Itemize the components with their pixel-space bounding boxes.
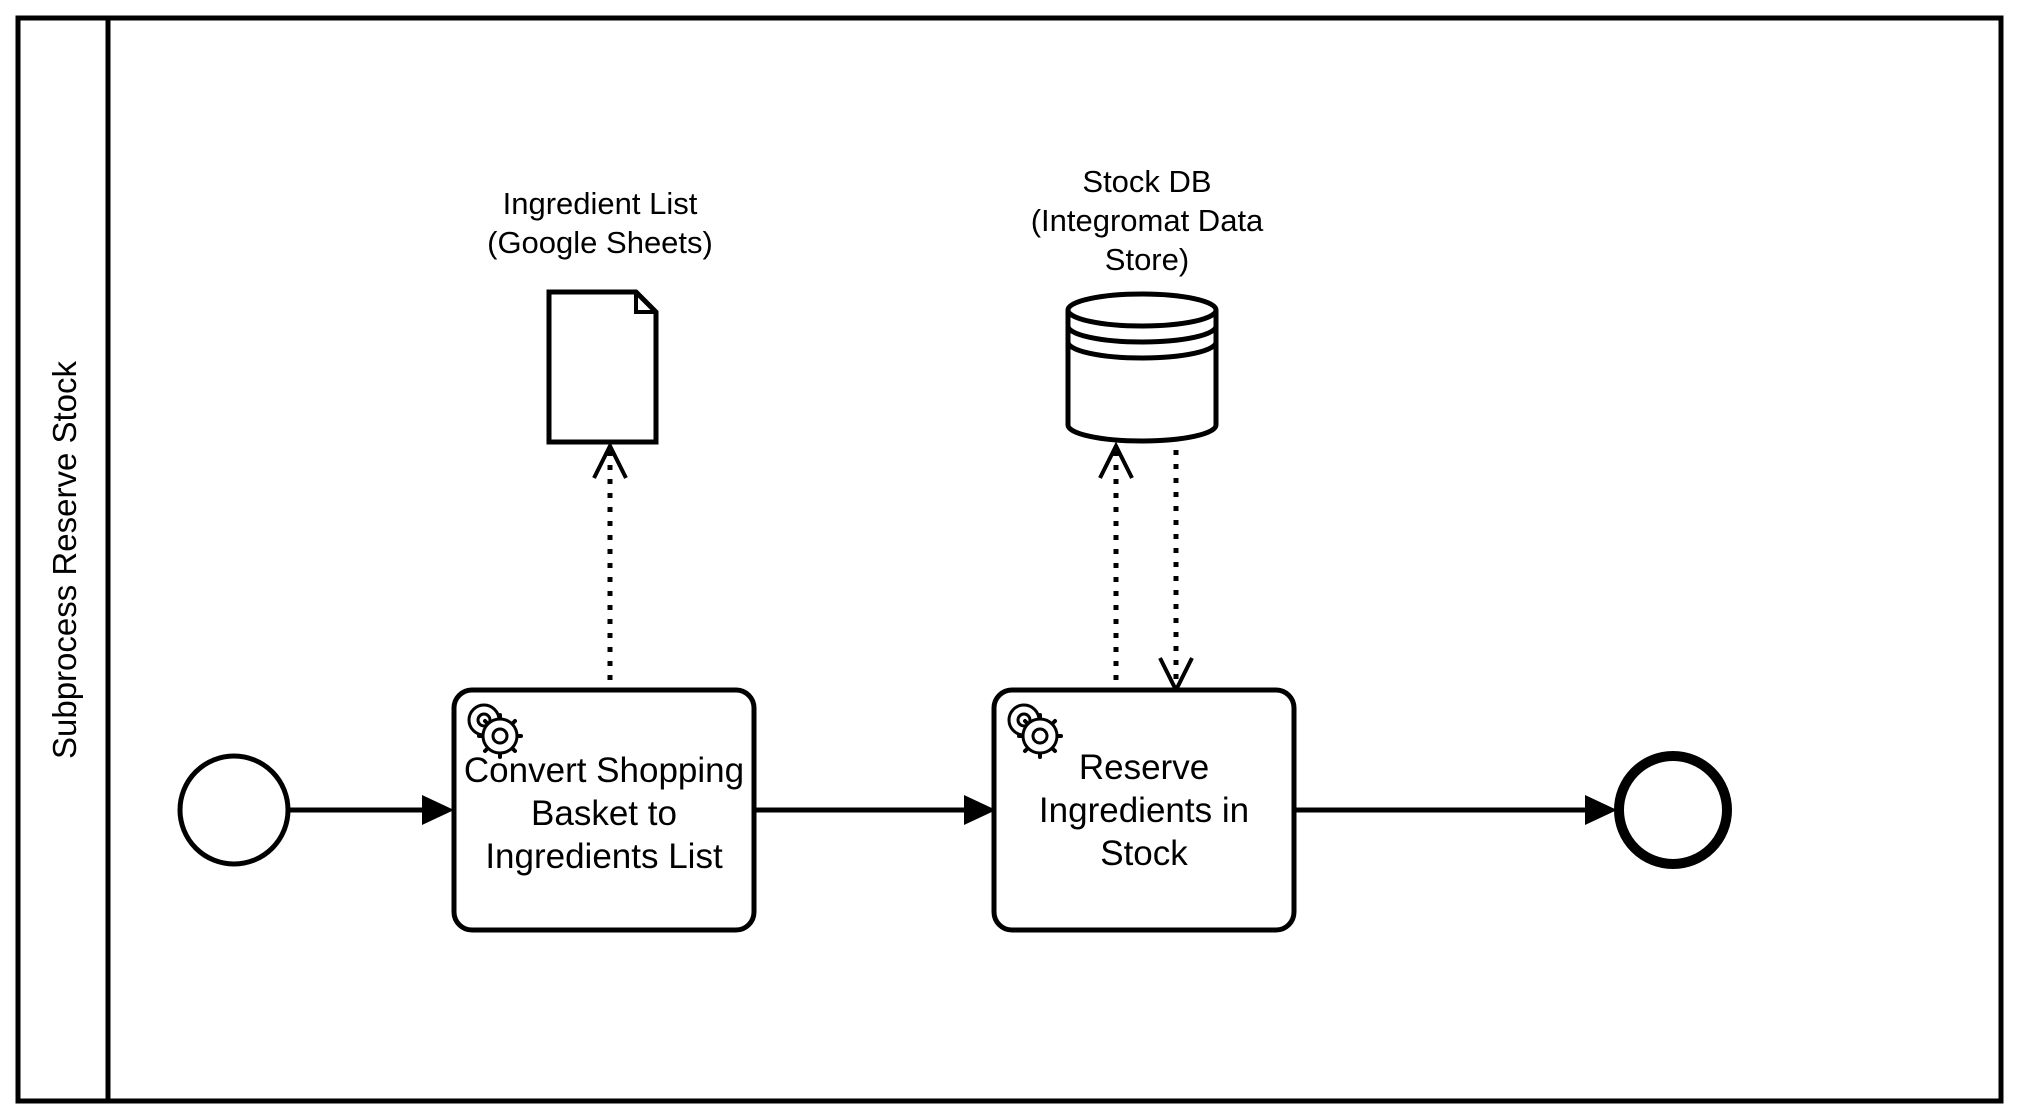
data-store-label: Stock DB (Integromat Data Store)	[1030, 163, 1264, 277]
task-label: Reserve Ingredients in Stock	[1038, 747, 1250, 873]
sequence-flow-start-to-convert[interactable]	[290, 795, 454, 825]
task-convert-shopping-basket[interactable]	[451, 687, 757, 933]
sequence-flow-convert-to-reserve[interactable]	[754, 795, 996, 825]
pool[interactable]	[15, 15, 2004, 1104]
start-event[interactable]	[177, 753, 291, 867]
document-icon[interactable]	[546, 289, 659, 445]
database-icon[interactable]	[1065, 291, 1219, 444]
end-event[interactable]	[1614, 751, 1732, 869]
pool-label: Subprocess Reserve Stock	[46, 361, 83, 760]
gears-icon	[467, 703, 523, 759]
gears-icon	[1007, 703, 1063, 759]
task-reserve-ingredients[interactable]	[991, 687, 1297, 933]
sequence-flow-reserve-to-end[interactable]	[1294, 795, 1617, 825]
data-object-label: Ingredient List (Google Sheets)	[487, 186, 713, 260]
task-label: Convert Shopping Basket to Ingredients L…	[463, 750, 745, 876]
data-association-reserve-to-stock-db[interactable]	[1098, 441, 1134, 680]
data-association-convert-to-ingredient-list[interactable]	[592, 441, 628, 680]
